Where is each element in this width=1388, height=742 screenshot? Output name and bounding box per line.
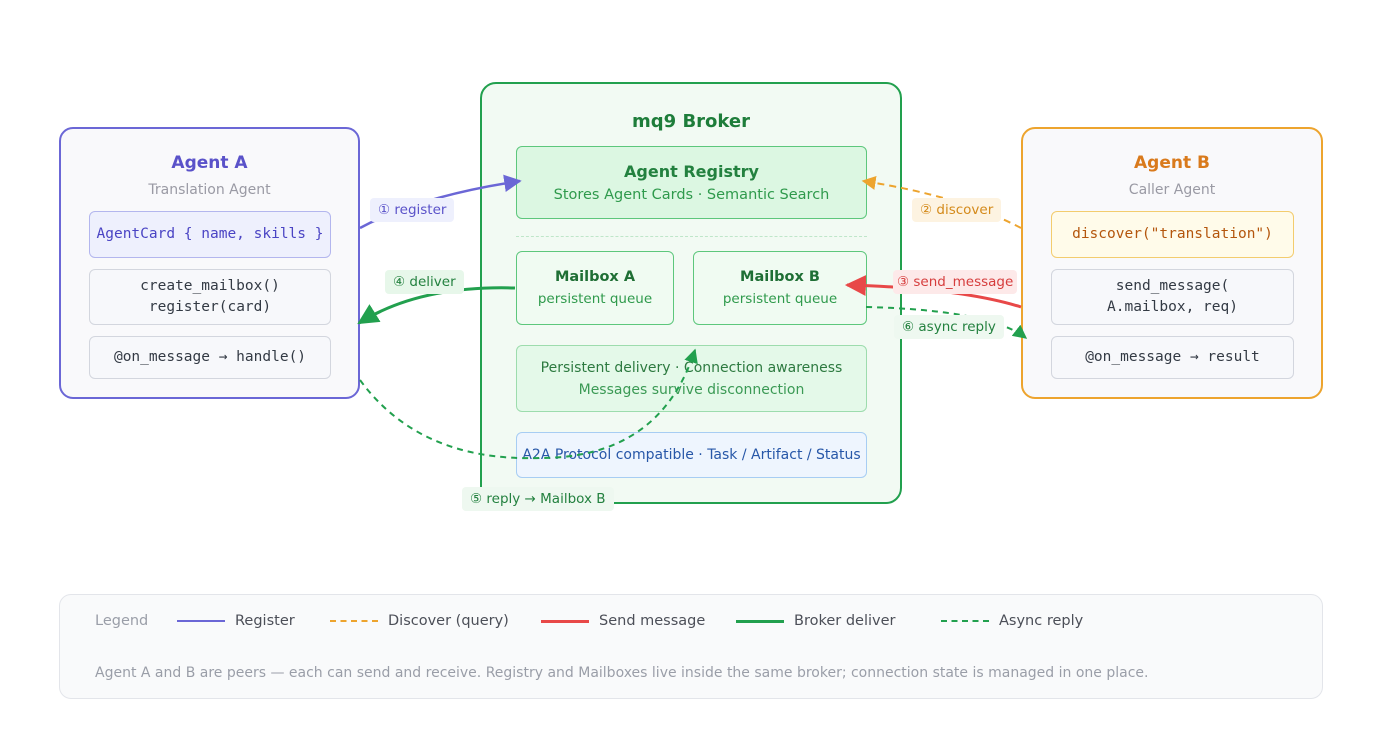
agent-b-handler-text: @on_message → result — [1085, 349, 1260, 365]
legend-item-deliver: Broker deliver — [736, 613, 895, 629]
legend-swatch — [177, 620, 225, 622]
legend-item-label: Send message — [599, 613, 706, 629]
persistence-line2: Messages survive disconnection — [578, 381, 805, 398]
mailbox-a-subtitle: persistent queue — [537, 291, 653, 307]
agent-registry-box: Agent Registry Stores Agent Cards · Sema… — [516, 146, 867, 219]
broker-divider — [516, 236, 867, 237]
legend-item-register: Register — [177, 613, 295, 629]
send-message-line1: send_message( — [1115, 278, 1230, 294]
legend-item-label: Broker deliver — [794, 613, 896, 629]
legend-note: Agent A and B are peers — each can send … — [95, 665, 1149, 681]
register-label: ① register — [370, 198, 455, 222]
send-message-line2: A.mailbox, req) — [1107, 299, 1238, 315]
legend-item-discover: Discover (query) — [330, 613, 509, 629]
agent-registry-title: Agent Registry — [624, 162, 759, 181]
discover-call-box: discover("translation") — [1051, 211, 1294, 258]
deliver-arrow — [357, 286, 516, 325]
agent-a-handler-box: @on_message → handle() — [89, 336, 331, 379]
mailbox-b-box: Mailbox B persistent queue — [693, 251, 867, 325]
broker-title: mq9 Broker — [632, 111, 750, 132]
agent-card-text: AgentCard { name, skills } — [96, 226, 324, 242]
legend-label: Legend — [95, 613, 149, 629]
agent-b-title: Agent B — [1134, 153, 1210, 173]
mailbox-b-title: Mailbox B — [740, 269, 820, 285]
agent-b-handler-box: @on_message → result — [1051, 336, 1294, 379]
legend-panel: Legend Register Discover (query) Send me… — [59, 594, 1323, 699]
legend-swatch — [330, 620, 378, 622]
legend-item-async: Async reply — [941, 613, 1083, 629]
agent-a-subtitle: Translation Agent — [148, 182, 271, 198]
discover-call-text: discover("translation") — [1072, 226, 1273, 242]
legend-swatch — [541, 619, 589, 623]
legend-item-label: Async reply — [999, 613, 1084, 629]
legend-item-label: Discover (query) — [388, 613, 509, 629]
legend-item-send: Send message — [541, 613, 705, 629]
persistence-line1: Persistent delivery · Connection awarene… — [540, 359, 843, 376]
agent-a-setup-box: create_mailbox() register(card) — [89, 269, 331, 325]
reply-arrow — [359, 348, 698, 460]
agent-a-handler-text: @on_message → handle() — [113, 349, 307, 365]
agent-registry-subtitle: Stores Agent Cards · Semantic Search — [553, 187, 830, 203]
a2a-protocol-text: A2A Protocol compatible · Task / Artifac… — [522, 447, 861, 463]
agent-b-panel: Agent B Caller Agent discover("translati… — [1021, 127, 1323, 399]
register-call: register(card) — [148, 299, 272, 315]
broker-panel: mq9 Broker Agent Registry Stores Agent C… — [480, 82, 902, 504]
reply-label: ⑤ reply → Mailbox B — [462, 487, 614, 511]
legend-item-label: Register — [235, 613, 295, 629]
async-reply-label: ⑥ async reply — [894, 315, 1004, 339]
a2a-protocol-box: A2A Protocol compatible · Task / Artifac… — [516, 432, 867, 478]
mailbox-b-subtitle: persistent queue — [722, 291, 838, 307]
agent-a-title: Agent A — [171, 153, 248, 173]
mailbox-a-title: Mailbox A — [554, 269, 636, 285]
legend-swatch — [736, 619, 784, 623]
agent-a-panel: Agent A Translation Agent AgentCard { na… — [59, 127, 360, 399]
deliver-label: ④ deliver — [385, 270, 464, 294]
agent-card-box: AgentCard { name, skills } — [89, 211, 331, 258]
agent-b-subtitle: Caller Agent — [1128, 182, 1216, 198]
legend-swatch — [941, 620, 989, 622]
send-message-label: ③ send_message — [893, 270, 1018, 294]
send-message-box: send_message( A.mailbox, req) — [1051, 269, 1294, 325]
persistence-box: Persistent delivery · Connection awarene… — [516, 345, 867, 412]
discover-label: ② discover — [912, 198, 1002, 222]
mailbox-a-box: Mailbox A persistent queue — [516, 251, 674, 325]
create-mailbox-call: create_mailbox() — [140, 278, 280, 294]
